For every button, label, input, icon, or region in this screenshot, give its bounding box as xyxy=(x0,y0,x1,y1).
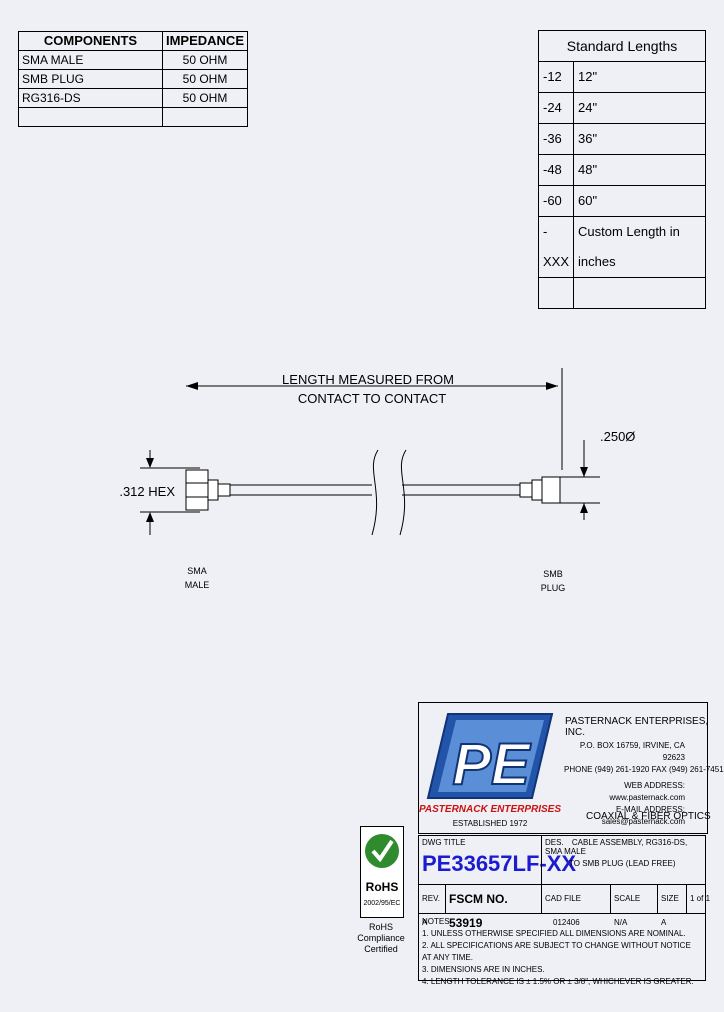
length-code: -60 xyxy=(538,185,574,217)
length-code: -48 xyxy=(538,154,574,186)
length-value xyxy=(573,277,706,309)
company-email: E-MAIL ADDRESS: sales@pasternack.com xyxy=(601,805,685,826)
hex-dimension-label: .312 HEX xyxy=(119,484,175,499)
notes-header: NOTES: xyxy=(422,917,452,926)
impedance-cell: 50 OHM xyxy=(161,88,249,108)
length-value: Custom Length in inches xyxy=(573,216,706,278)
company-web-block: WEB ADDRESS: www.pasternack.com E-MAIL A… xyxy=(560,780,685,828)
pe-logo: PE PASTERNACK ENTERPRISES ESTABLISHED 19… xyxy=(419,713,561,828)
scale-cell: SCALE N/A xyxy=(610,884,658,927)
right-connector-label-1: SMB xyxy=(543,569,563,579)
length-value: 12" xyxy=(573,61,706,93)
component-cell: RG316-DS xyxy=(18,88,163,108)
table-row: SMB PLUG 50 OHM xyxy=(18,69,249,89)
cable-drawing: LENGTH MEASURED FROM CONTACT TO CONTACT … xyxy=(119,368,635,593)
check-icon xyxy=(365,834,399,868)
table-row xyxy=(18,107,249,127)
description-line1: CABLE ASSEMBLY, RG316-DS, SMA MALE xyxy=(545,838,688,856)
rohs-caption-3: Certified xyxy=(364,944,398,954)
part-number: PE33657LF-XX xyxy=(422,851,577,876)
length-code: -12 xyxy=(538,61,574,93)
cad-file-cell: CAD FILE 012406 xyxy=(541,884,611,927)
company-web: WEB ADDRESS: www.pasternack.com xyxy=(609,781,685,802)
company-tagline: COAXIAL & FIBER OPTICS xyxy=(586,811,711,822)
component-cell: SMA MALE xyxy=(18,50,163,70)
standard-lengths-title: Standard Lengths xyxy=(538,30,706,62)
table-row xyxy=(538,277,706,309)
rev-cell: REV. A xyxy=(418,884,446,927)
des-label: DES. xyxy=(545,838,564,847)
dwg-title-cell: DWG TITLE PE33657LF-XX xyxy=(418,835,577,885)
components-header: COMPONENTS xyxy=(18,31,163,51)
component-cell: SMB PLUG xyxy=(18,69,163,89)
table-row: RG316-DS 50 OHM xyxy=(18,88,249,108)
logo-subtitle: PASTERNACK ENTERPRISES xyxy=(419,804,561,815)
established-text: ESTABLISHED 1972 xyxy=(453,819,528,828)
length-value: 36" xyxy=(573,123,706,155)
right-connector-label-2: PLUG xyxy=(541,583,566,593)
left-connector-label-1: SMA xyxy=(187,566,207,576)
length-label-line1: LENGTH MEASURED FROM xyxy=(282,372,454,387)
length-code xyxy=(538,277,574,309)
rohs-label: RoHS xyxy=(365,880,399,894)
length-code: -36 xyxy=(538,123,574,155)
description-cell: DES. CABLE ASSEMBLY, RG316-DS, SMA MALE … xyxy=(541,835,706,885)
company-address: P.O. BOX 16759, IRVINE, CA 92623 xyxy=(579,741,685,762)
rohs-directive: 2002/95/EC xyxy=(363,900,401,907)
length-code: -XXX xyxy=(538,216,574,278)
logo-text: PE xyxy=(452,732,532,797)
component-cell xyxy=(18,107,163,127)
company-contact: P.O. BOX 16759, IRVINE, CA 92623 PHONE (… xyxy=(564,740,724,776)
sheet-cell: 1 of 1 xyxy=(686,884,710,914)
size-cell: SIZE A xyxy=(657,884,687,927)
cad-value: 012406 xyxy=(553,918,580,927)
diameter-dimension-label: .250Ø xyxy=(600,429,635,444)
description-line2: TO SMB PLUG (LEAD FREE) xyxy=(569,859,676,868)
rohs-caption-1: RoHS xyxy=(368,922,393,932)
impedance-cell xyxy=(161,107,249,127)
company-block xyxy=(418,702,708,834)
components-table: COMPONENTS IMPEDANCE SMA MALE 50 OHM SMB… xyxy=(18,31,249,127)
note-item: 4. LENGTH TOLERANCE IS ± 1.5% OR ± 3/8",… xyxy=(422,977,694,986)
company-phone: PHONE (949) 261-1920 FAX (949) 261-7451 xyxy=(564,765,724,774)
note-item: 2. ALL SPECIFICATIONS ARE SUBJECT TO CHA… xyxy=(422,941,691,962)
length-value: 60" xyxy=(573,185,706,217)
rohs-badge: RoHS 2002/95/EC xyxy=(360,826,404,918)
cad-label: CAD FILE xyxy=(545,894,582,903)
fscm-cell: FSCM NO. 53919 xyxy=(445,884,542,930)
impedance-cell: 50 OHM xyxy=(161,69,249,89)
length-label-line2: CONTACT TO CONTACT xyxy=(298,391,446,406)
left-connector-label-2: MALE xyxy=(185,580,210,590)
impedance-header: IMPEDANCE xyxy=(161,31,249,51)
dwg-title-label: DWG TITLE xyxy=(422,838,466,847)
length-value: 24" xyxy=(573,92,706,124)
company-name: PASTERNACK ENTERPRISES, INC. xyxy=(565,716,709,738)
rohs-caption-2: Compliance xyxy=(357,933,405,943)
length-code: -24 xyxy=(538,92,574,124)
table-row: SMA MALE 50 OHM xyxy=(18,50,249,70)
impedance-cell: 50 OHM xyxy=(161,50,249,70)
length-value: 48" xyxy=(573,154,706,186)
notes-block: NOTES: 1. UNLESS OTHERWISE SPECIFIED ALL… xyxy=(418,913,706,986)
note-item: 1. UNLESS OTHERWISE SPECIFIED ALL DIMENS… xyxy=(422,929,686,938)
rohs-caption: RoHS Compliance Certified xyxy=(352,922,410,955)
note-item: 3. DIMENSIONS ARE IN INCHES. xyxy=(422,965,545,974)
